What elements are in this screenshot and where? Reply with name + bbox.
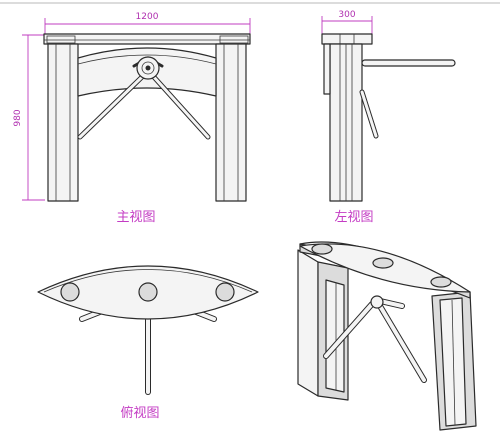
front-top-plate (43, 33, 251, 45)
left-column (323, 43, 363, 202)
perspective-top-body (299, 241, 471, 299)
top-view-hole-center (138, 282, 158, 302)
perspective-right-column (431, 291, 477, 431)
left-depth-dimension: 300 (321, 10, 373, 36)
front-left-cabinet (47, 43, 79, 202)
front-right-cabinet (215, 43, 247, 202)
perspective-left-column (297, 249, 349, 401)
front-view: 1200 980 (13, 12, 251, 225)
perspective-tripod-arms (323, 295, 427, 383)
front-view-label: 主视图 (116, 210, 155, 225)
left-view: 300 左视图 (321, 10, 456, 225)
top-view-hole-left (60, 282, 80, 302)
front-rotor-hub (136, 56, 160, 80)
left-view-label: 左视图 (334, 210, 373, 225)
perspective-view (297, 241, 477, 431)
top-view-label: 俯视图 (120, 405, 159, 421)
perspective-hole-center (372, 257, 394, 269)
top-view-hole-right (215, 282, 235, 302)
left-depth-label: 300 (338, 10, 355, 20)
left-lower-arm (359, 89, 379, 139)
top-view: 俯视图 (37, 265, 259, 421)
left-top-cap (321, 33, 373, 45)
front-height-label: 980 (13, 109, 23, 126)
perspective-hole-left (311, 243, 333, 255)
front-width-label: 1200 (136, 12, 159, 22)
left-horizontal-arm (361, 59, 456, 67)
perspective-hole-right (430, 276, 452, 288)
front-height-dimension: 980 (13, 34, 45, 201)
